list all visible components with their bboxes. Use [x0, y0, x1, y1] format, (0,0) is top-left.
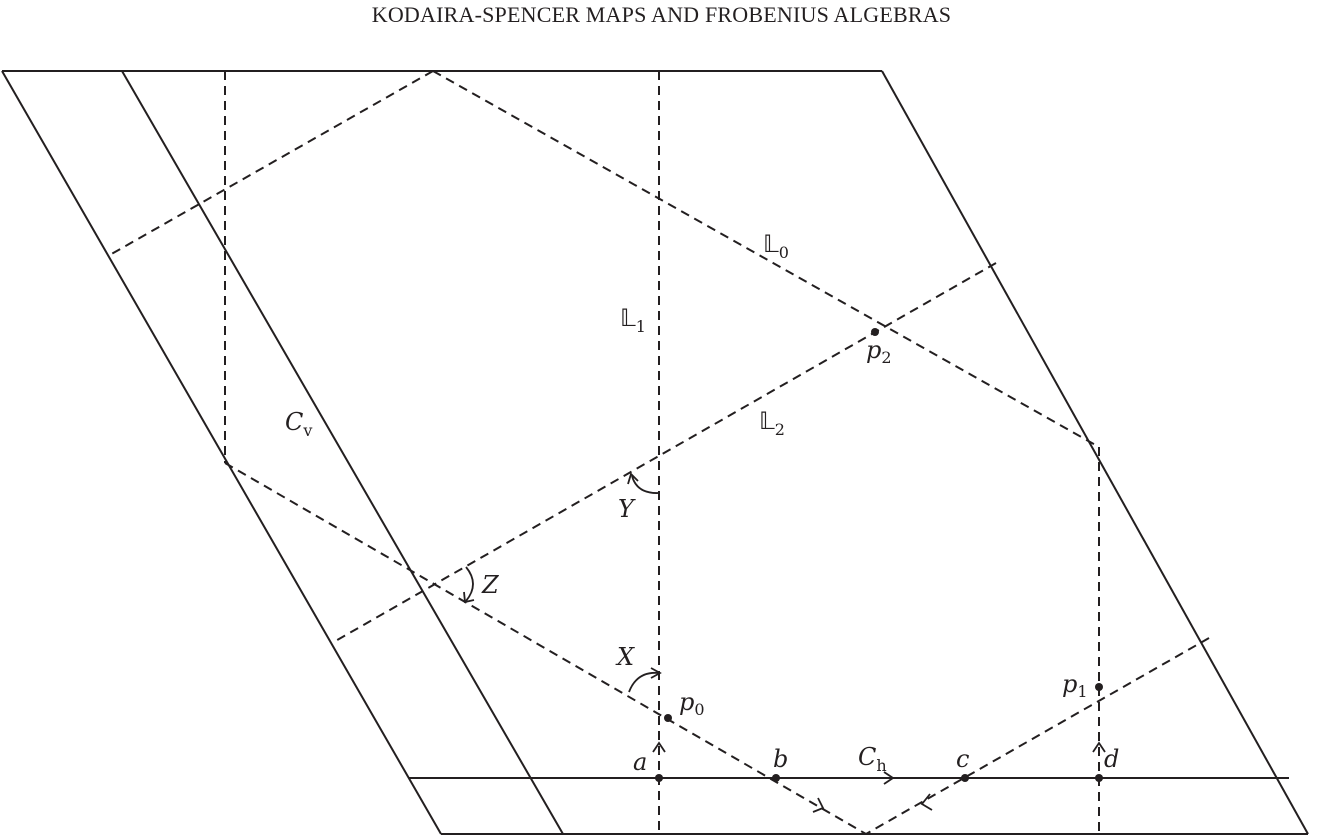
curve-cv [121, 70, 564, 835]
line-l2-upper [107, 70, 434, 257]
point-p1 [1095, 683, 1103, 691]
angle-y-arrowhead-icon [627, 472, 639, 485]
point-p0 [664, 714, 672, 722]
label-angle-x: X [615, 643, 635, 671]
label-c: c [956, 745, 969, 773]
outer-parallelogram [1, 70, 1309, 835]
label-l1: 𝕃1 [620, 304, 646, 336]
label-l2: 𝕃2 [759, 407, 785, 439]
arrow-up-d-icon [1092, 741, 1106, 753]
label-angle-z: Z [481, 571, 500, 599]
point-c [961, 774, 969, 782]
point-b [772, 774, 780, 782]
point-p2 [871, 328, 879, 336]
angle-z-arc [465, 566, 474, 602]
arrow-down-right-l0-icon [812, 797, 825, 813]
label-d: d [1104, 745, 1119, 773]
arrow-down-left-l2-icon [920, 793, 933, 811]
label-p1: p1 [1062, 670, 1088, 701]
arrow-up-a-icon [652, 741, 666, 753]
line-l2-lower [865, 637, 1210, 835]
point-d [1095, 774, 1103, 782]
angle-y-arc [631, 475, 660, 494]
line-l0 [432, 70, 1100, 448]
label-p2: p2 [866, 336, 892, 367]
line-l2 [331, 262, 997, 644]
line-l0-lower [224, 462, 867, 835]
angle-z-arrowhead-icon [463, 591, 475, 604]
label-angle-y: Y [618, 495, 636, 523]
label-cv: Cv [285, 408, 312, 440]
angle-x-arc [628, 671, 660, 693]
angle-x-arrowhead-icon [650, 667, 662, 679]
page-header: KODAIRA-SPENCER MAPS AND FROBENIUS ALGEB… [371, 2, 952, 27]
label-ch: Ch [858, 743, 887, 775]
label-a: a [633, 748, 647, 776]
arrow-right-ch-icon [883, 771, 895, 785]
label-b: b [773, 745, 788, 773]
point-a [655, 774, 663, 782]
label-p0: p0 [679, 688, 705, 719]
label-l0: 𝕃0 [763, 230, 789, 262]
